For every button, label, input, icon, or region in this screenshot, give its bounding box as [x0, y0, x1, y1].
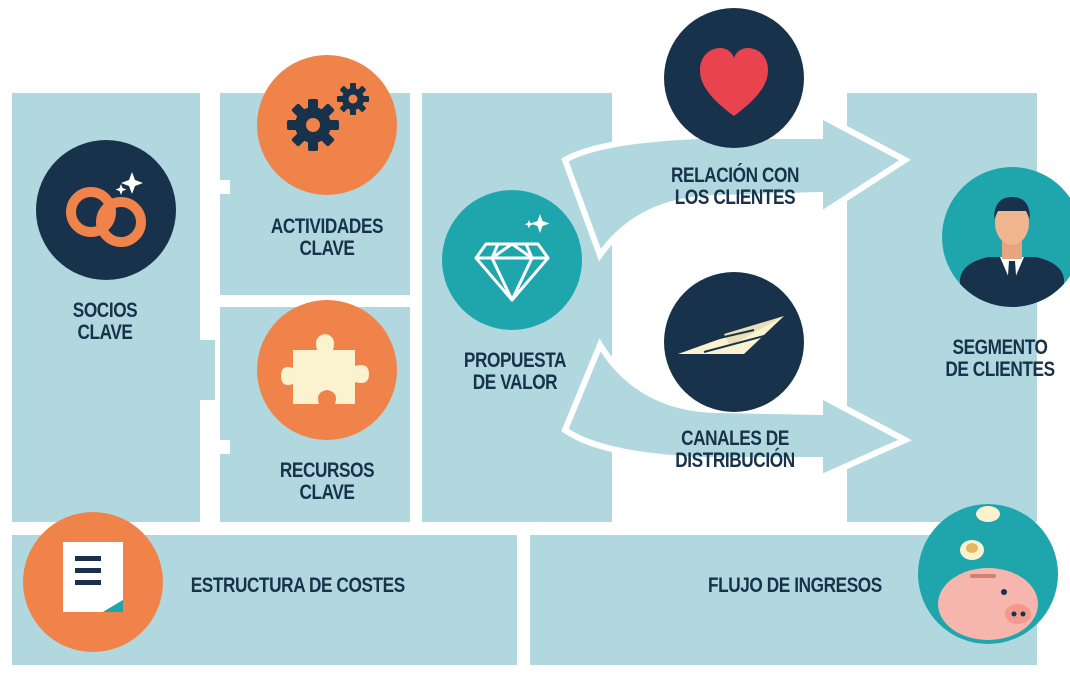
- socios-line1: SOCIOS: [72, 299, 138, 322]
- businessman-icon: [960, 197, 1064, 307]
- canales-circle: [664, 272, 804, 412]
- relacion-line2: LOS CLIENTES: [674, 186, 796, 209]
- ingresos-text: FLUJO DE INGRESOS: [708, 574, 882, 597]
- socios-line2: CLAVE: [77, 321, 133, 344]
- socios-circle: [36, 140, 176, 280]
- document-icon: [63, 542, 123, 612]
- segmento-label: SEGMENTO DE CLIENTES: [943, 337, 1058, 381]
- relacion-line1: RELACIÓN CON: [670, 164, 800, 187]
- ingresos-circle: [918, 504, 1058, 644]
- recursos-circle: [257, 300, 397, 440]
- recursos-line2: CLAVE: [299, 481, 355, 504]
- recursos-line1: RECURSOS: [279, 459, 375, 482]
- paper-plane-icon: [678, 316, 784, 354]
- piggy-bank-icon: [938, 506, 1038, 640]
- actividades-circle: [257, 55, 397, 195]
- relacion-circle: [664, 8, 804, 148]
- socios-notch: [200, 340, 215, 400]
- segmento-line1: SEGMENTO: [952, 336, 1048, 359]
- actividades-line1: ACTIVIDADES: [270, 215, 384, 238]
- segmento-circle: [942, 167, 1070, 307]
- gears-icon: [287, 83, 369, 151]
- propuesta-circle: [442, 190, 582, 330]
- propuesta-line2: DE VALOR: [472, 371, 558, 394]
- actividades-line2: CLAVE: [299, 237, 355, 260]
- linked-rings-icon: [66, 172, 146, 247]
- segmento-line2: DE CLIENTES: [945, 358, 1055, 381]
- canales-label: CANALES DE DISTRIBUCIÓN: [665, 428, 804, 472]
- canales-line1: CANALES DE: [681, 427, 789, 450]
- propuesta-line1: PROPUESTA: [463, 349, 567, 372]
- puzzle-piece-icon: [281, 334, 369, 404]
- canales-line2: DISTRIBUCIÓN: [675, 449, 795, 472]
- recursos-label: RECURSOS CLAVE: [266, 460, 389, 504]
- relacion-arrow: [561, 110, 911, 262]
- ingresos-label: FLUJO DE INGRESOS: [708, 574, 882, 597]
- costes-label: ESTRUCTURA DE COSTES: [190, 574, 405, 597]
- propuesta-label: PROPUESTA DE VALOR: [454, 350, 577, 394]
- socios-label: SOCIOS CLAVE: [52, 300, 159, 344]
- actividades-label: ACTIVIDADES CLAVE: [266, 216, 389, 260]
- costes-circle: [23, 512, 163, 652]
- relacion-label: RELACIÓN CON LOS CLIENTES: [665, 165, 804, 209]
- heart-icon: [700, 48, 768, 116]
- costes-text: ESTRUCTURA DE COSTES: [190, 574, 405, 597]
- diamond-icon: [474, 214, 550, 302]
